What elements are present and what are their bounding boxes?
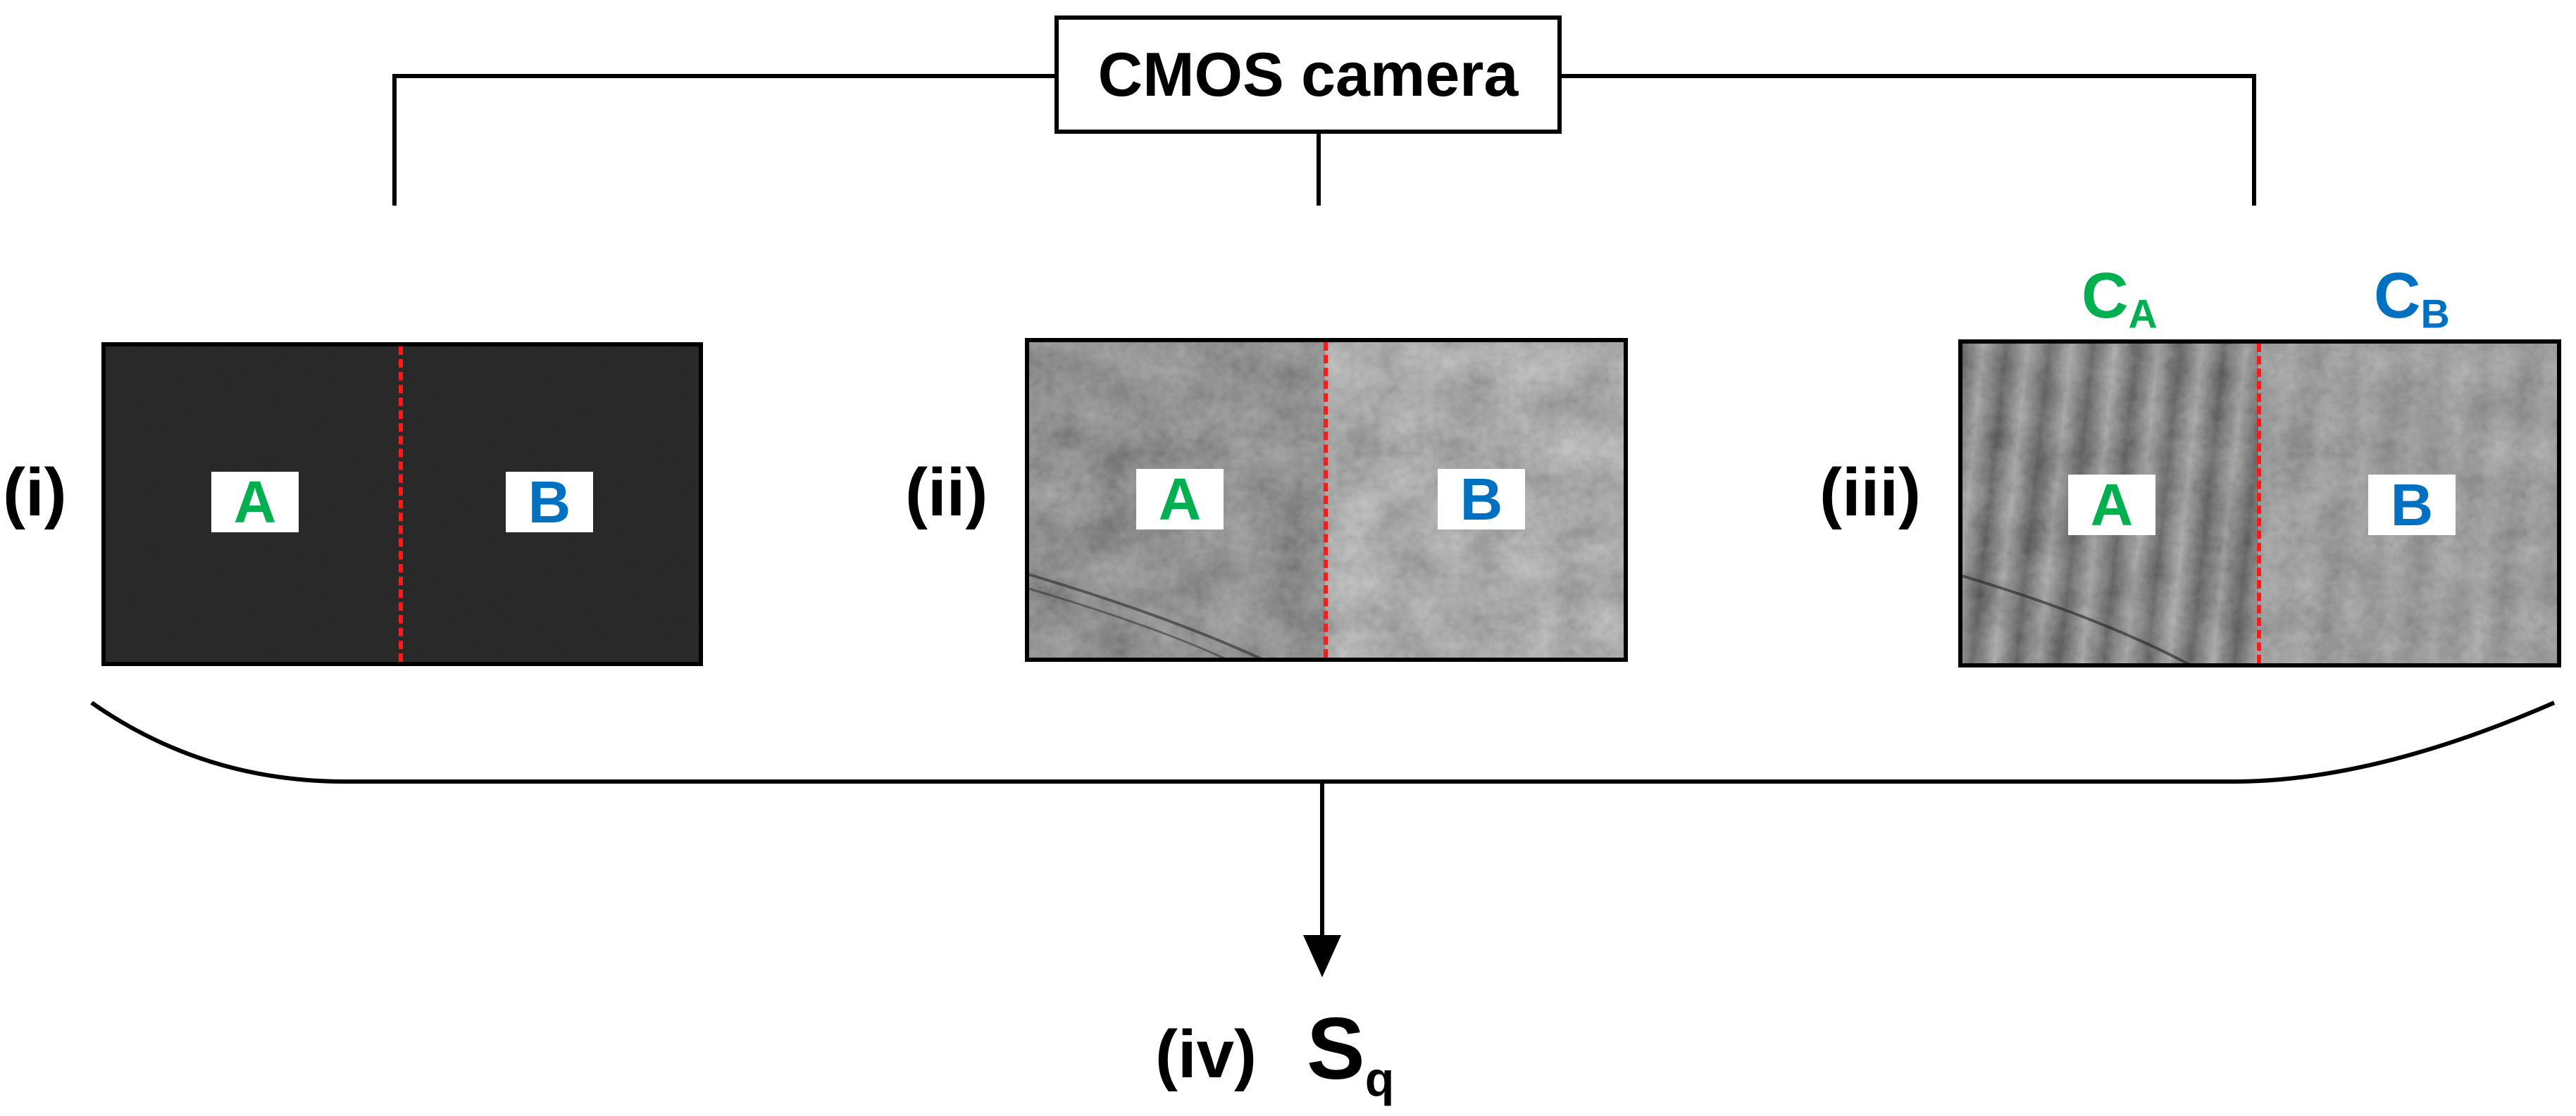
panel-iii-image: A B [1958, 339, 2561, 667]
panel-ii-divider [1324, 342, 1328, 658]
panel-iii-caption-a-main: C [2082, 260, 2129, 332]
panel-i-region-a-label: A [211, 472, 299, 532]
summation-brace [90, 701, 2556, 784]
panel-iii-caption-a-sub: A [2128, 291, 2158, 337]
result-symbol: Sq [1307, 1005, 1394, 1103]
panel-iii-label: (iii) [1819, 455, 1921, 530]
panel-i-divider [399, 346, 403, 662]
panel-ii-label: (ii) [905, 455, 988, 530]
camera-bracket [392, 74, 2256, 206]
panel-iii-caption-b-main: C [2374, 260, 2421, 332]
panel-ii-image: A B [1025, 338, 1628, 662]
panel-i-label: (i) [3, 455, 67, 530]
panel-ii-region-b-label: B [1438, 469, 1525, 529]
panel-iii-region-a-label: A [2068, 475, 2155, 535]
cmos-camera-label: CMOS camera [1097, 39, 1519, 109]
result-arrowhead [1303, 935, 1341, 977]
result-symbol-main: S [1307, 1001, 1365, 1098]
result-label: (iv) [1155, 1017, 1257, 1092]
panel-ii-region-a-label: A [1136, 469, 1224, 529]
panel-iii-divider [2257, 344, 2261, 663]
panel-iii-region-b-label: B [2368, 475, 2456, 535]
panel-i-image: A B [101, 342, 703, 666]
result-symbol-sub: q [1364, 1052, 1395, 1106]
cmos-camera-box: CMOS camera [1054, 15, 1562, 134]
panel-iii-caption-b: CB [2374, 263, 2450, 334]
panel-i-region-b-label: B [506, 472, 593, 532]
panel-iii-caption-a: CA [2082, 263, 2158, 334]
panel-iii-caption-b-sub: B [2420, 291, 2450, 337]
